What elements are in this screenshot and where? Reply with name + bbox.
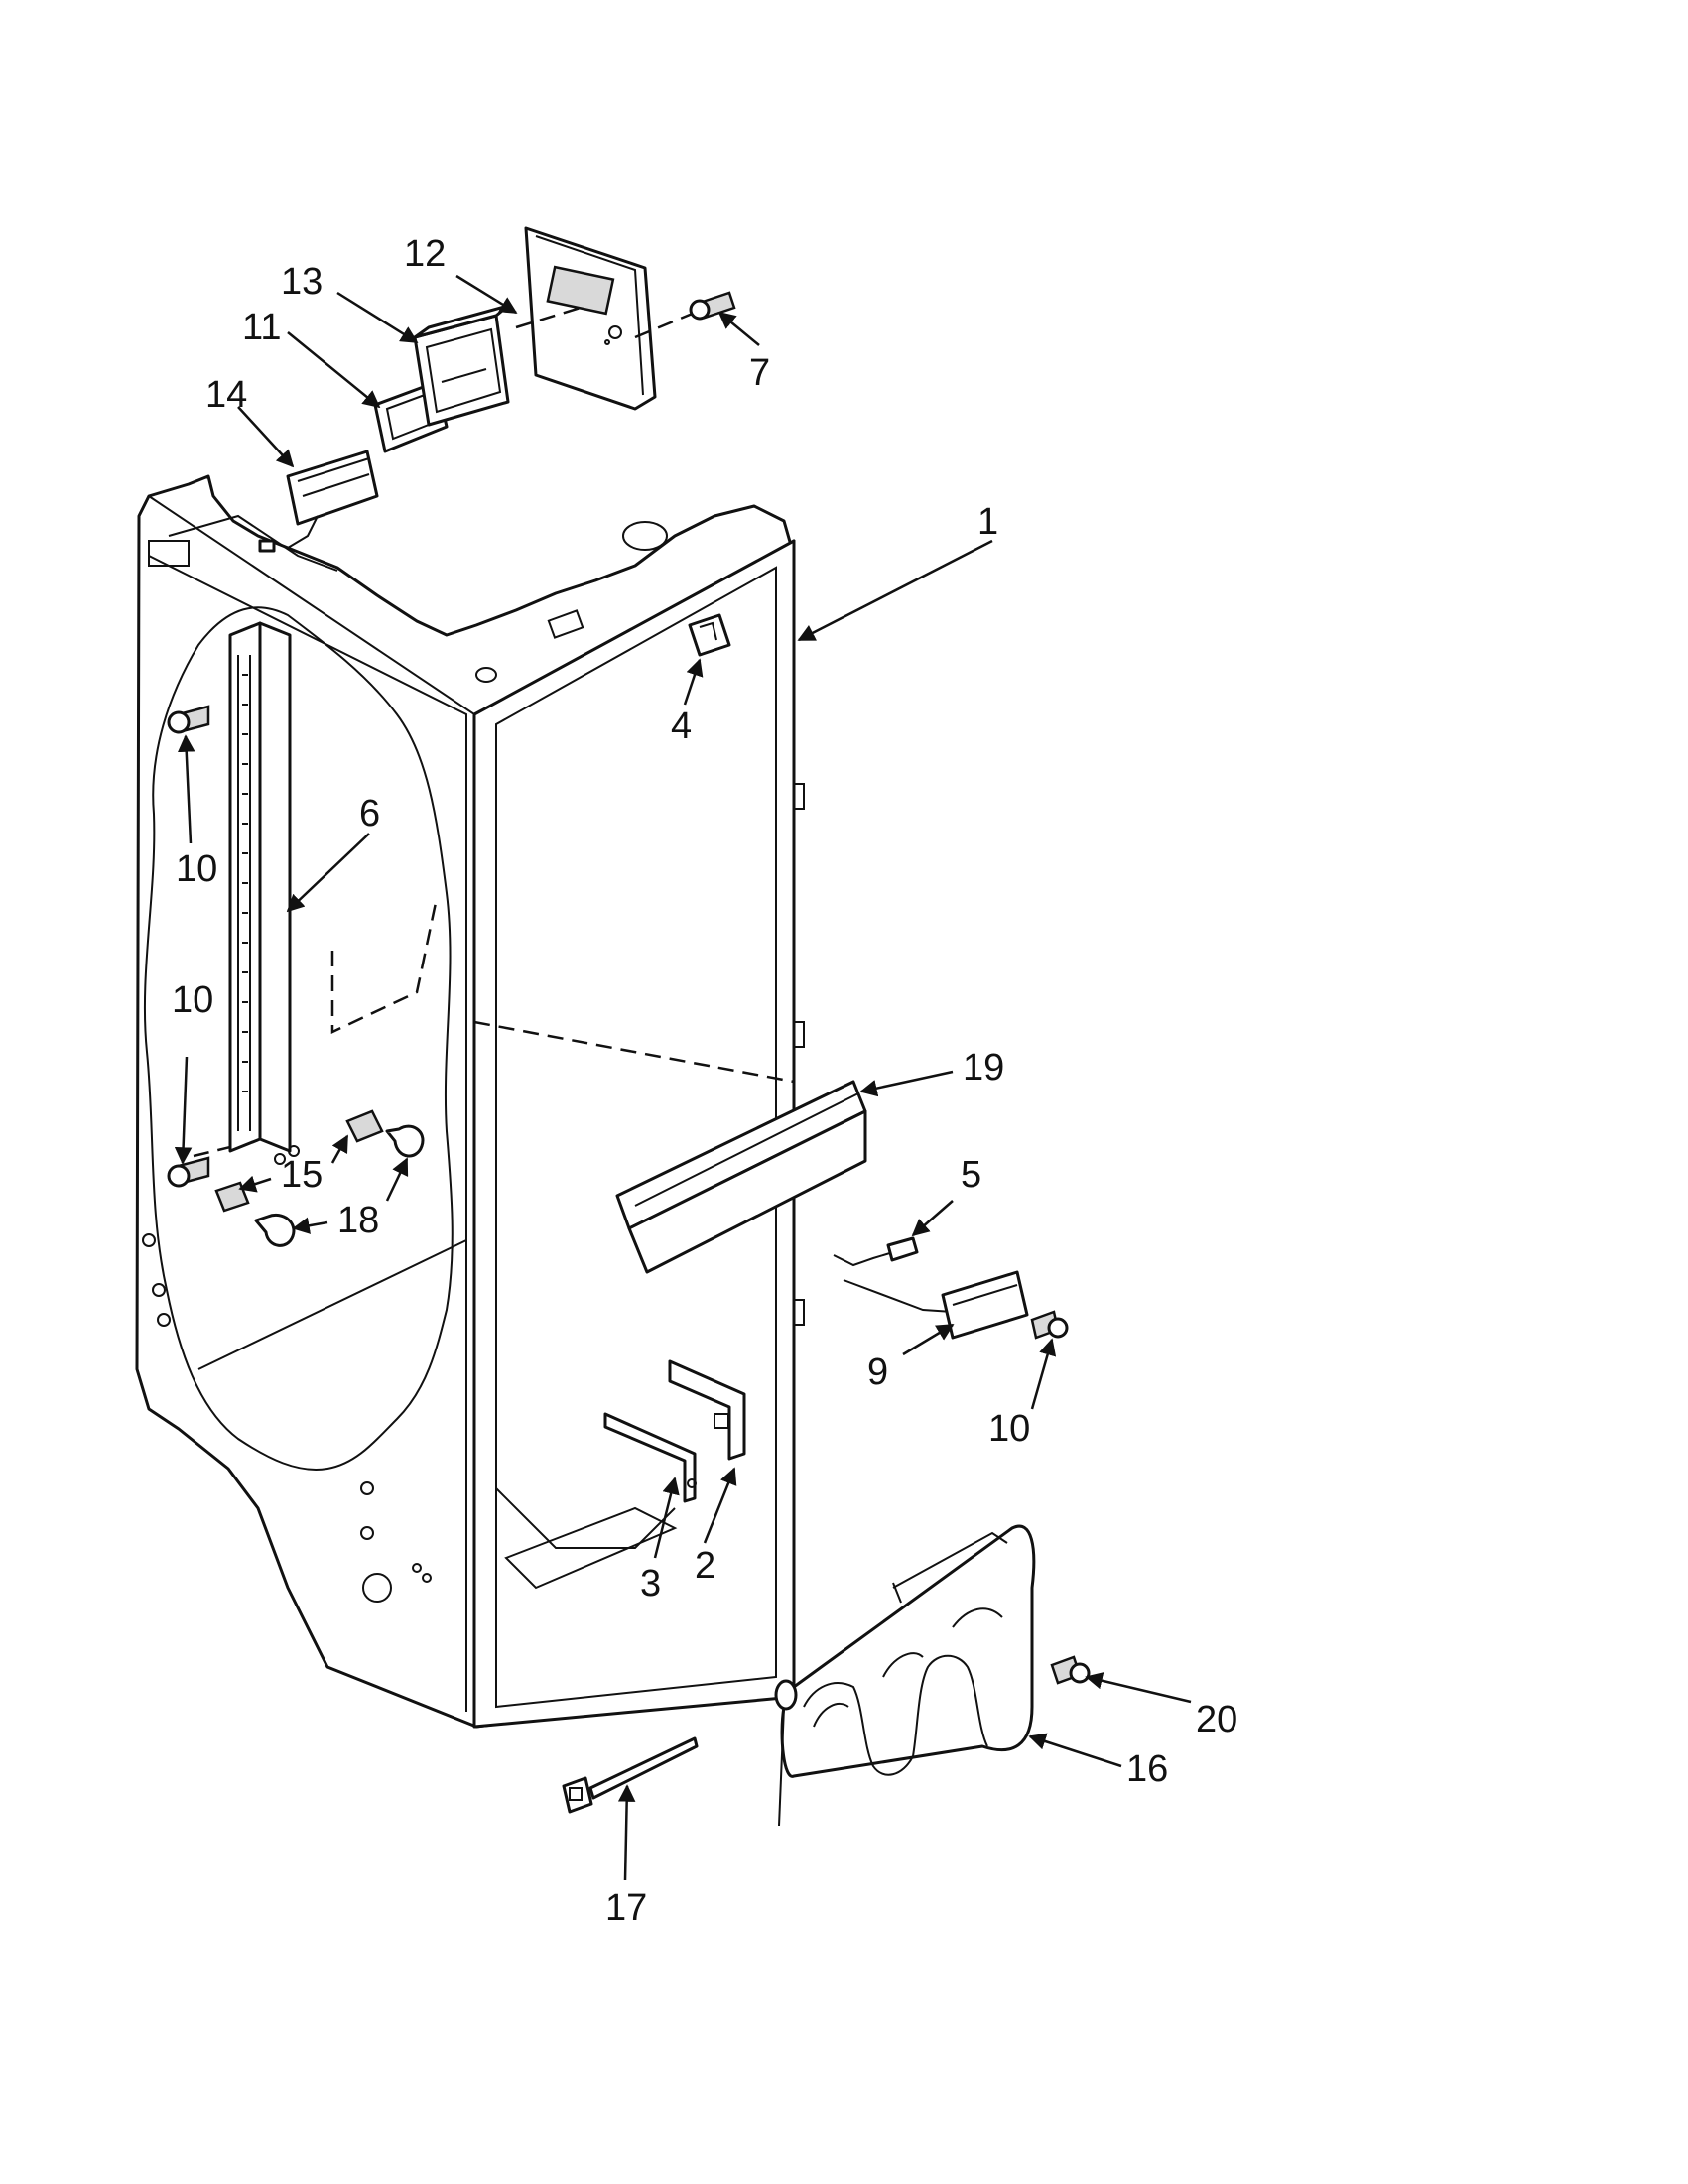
leader-5 <box>911 1200 954 1237</box>
leader-15a <box>330 1134 349 1164</box>
callout-18: 18 <box>337 1200 379 1241</box>
light-switch <box>941 1270 1029 1340</box>
control-cover <box>524 226 657 411</box>
callout-17: 17 <box>605 1887 647 1929</box>
callout-3: 3 <box>640 1563 661 1605</box>
leader-lines <box>174 274 1192 1881</box>
leader-16 <box>1028 1733 1122 1768</box>
leader-19 <box>859 1070 954 1097</box>
screw-heater <box>1050 1655 1091 1685</box>
heater-coil <box>774 1524 1036 1827</box>
leader-9 <box>902 1323 955 1356</box>
callout-7: 7 <box>749 352 770 394</box>
callout-10-right: 10 <box>988 1408 1030 1450</box>
control-housing <box>413 304 510 427</box>
callout-2: 2 <box>695 1545 715 1587</box>
reference-line <box>330 897 439 1034</box>
callout-10-lower: 10 <box>172 979 213 1021</box>
leader-7 <box>717 311 760 346</box>
shelf-ladder-rail <box>228 621 292 1153</box>
switch-housing <box>258 450 379 553</box>
leader-13 <box>336 291 419 344</box>
callout-11: 11 <box>242 307 281 348</box>
reference-line <box>634 311 696 339</box>
leader-2 <box>703 1467 737 1544</box>
light-bulb-upper <box>385 1124 425 1158</box>
leader-4 <box>683 658 704 706</box>
wire-harness <box>833 1236 954 1313</box>
screw-upper <box>167 705 210 734</box>
callout-labels: 1 2 3 4 5 6 7 9 10 10 10 11 12 13 14 15 … <box>172 233 1237 1929</box>
callout-4: 4 <box>671 706 692 747</box>
leader-18a <box>385 1157 409 1202</box>
leader-17 <box>617 1784 636 1881</box>
screw-switch <box>1030 1310 1069 1340</box>
callout-5: 5 <box>961 1154 981 1196</box>
callout-19: 19 <box>963 1047 1004 1089</box>
screw-cover <box>689 291 736 321</box>
leader-6 <box>286 833 370 913</box>
callout-6: 6 <box>359 793 380 835</box>
callout-10-upper: 10 <box>176 848 217 890</box>
lamp-socket-upper <box>345 1109 384 1143</box>
leader-14 <box>237 406 295 468</box>
leader-15b <box>238 1175 272 1193</box>
light-bulb-lower <box>254 1214 296 1247</box>
callout-16: 16 <box>1126 1748 1168 1790</box>
leader-11 <box>287 331 381 409</box>
cabinet-liner <box>135 474 805 1729</box>
clip <box>688 613 731 657</box>
reference-line <box>473 1020 795 1084</box>
reference-line <box>515 306 582 329</box>
callout-20: 20 <box>1196 1699 1237 1740</box>
cable-tie <box>562 1736 699 1814</box>
callout-12: 12 <box>404 233 446 275</box>
retaining-clips <box>274 1145 300 1165</box>
bracket-2 <box>668 1359 746 1461</box>
callout-9: 9 <box>867 1351 888 1393</box>
callout-13: 13 <box>281 261 323 303</box>
leader-3 <box>653 1477 680 1559</box>
leader-10c <box>1030 1338 1057 1410</box>
leader-18b <box>292 1217 328 1234</box>
crossbar <box>615 1080 867 1274</box>
leader-10b <box>174 1056 193 1165</box>
leader-10a <box>177 734 195 844</box>
leader-12 <box>455 274 518 315</box>
callout-14: 14 <box>205 374 247 416</box>
callout-1: 1 <box>977 501 998 543</box>
bracket-3 <box>603 1412 697 1503</box>
leader-20 <box>1085 1672 1192 1704</box>
callout-15: 15 <box>281 1154 323 1196</box>
leader-1 <box>797 539 993 642</box>
